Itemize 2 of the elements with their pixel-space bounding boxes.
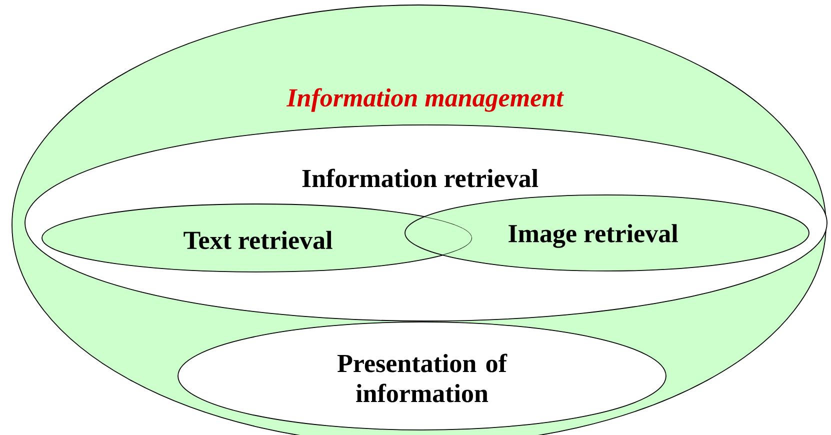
node-label: Image retrieval xyxy=(508,224,678,248)
node-label: Information retrieval xyxy=(302,168,538,188)
